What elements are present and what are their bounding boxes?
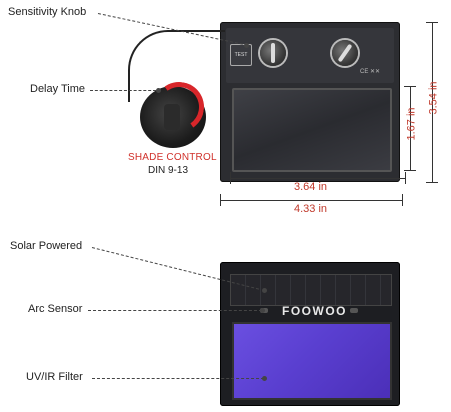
arc-dot <box>260 308 265 313</box>
brand-logo: FOOWOO <box>282 304 347 318</box>
delay-leader <box>90 90 156 91</box>
cartridge-back: TEST CE ✕✕ <box>220 22 400 182</box>
solar-powered-label: Solar Powered <box>10 240 83 252</box>
arc-sensor-right <box>350 308 358 313</box>
arc-sensor-label: Arc Sensor <box>28 303 83 315</box>
delay-dot <box>156 88 161 93</box>
viewing-lens <box>232 88 392 172</box>
solar-dot <box>262 288 267 293</box>
arc-leader <box>88 310 262 311</box>
dim-line-total-height <box>432 22 433 182</box>
cartridge-front: FOOWOO <box>220 262 400 406</box>
dim-line-total-width <box>220 200 402 201</box>
uv-dot <box>262 376 267 381</box>
shade-control-knob[interactable] <box>140 78 208 148</box>
sensitivity-knob[interactable] <box>260 40 286 66</box>
knob-panel <box>226 28 394 83</box>
dim-line-viewing-width <box>230 178 405 179</box>
sensitivity-dot <box>244 43 249 48</box>
delay-time-label: Delay Time <box>30 83 86 95</box>
dim-line-viewing-height <box>410 86 411 170</box>
test-button[interactable]: TEST <box>230 44 252 66</box>
shade-control-label: SHADE CONTROL <box>128 152 217 163</box>
cable <box>128 30 225 102</box>
uv-leader <box>92 378 264 379</box>
solar-panel <box>230 274 392 306</box>
test-button-label: TEST <box>234 52 248 58</box>
viewing-height-dim: 1.67 in <box>405 107 418 141</box>
ce-mark: CE ✕✕ <box>360 69 381 75</box>
total-width-dim: 4.33 in <box>294 203 328 215</box>
total-height-dim: 3.54 in <box>427 81 440 115</box>
uv-ir-filter-label: UV/IR Filter <box>26 371 83 383</box>
din-label: DIN 9-13 <box>148 165 189 176</box>
delay-knob[interactable] <box>332 40 358 66</box>
viewing-width-dim: 3.64 in <box>294 181 328 193</box>
sensitivity-knob-label: Sensitivity Knob <box>8 6 87 18</box>
uv-ir-filter <box>232 322 392 400</box>
